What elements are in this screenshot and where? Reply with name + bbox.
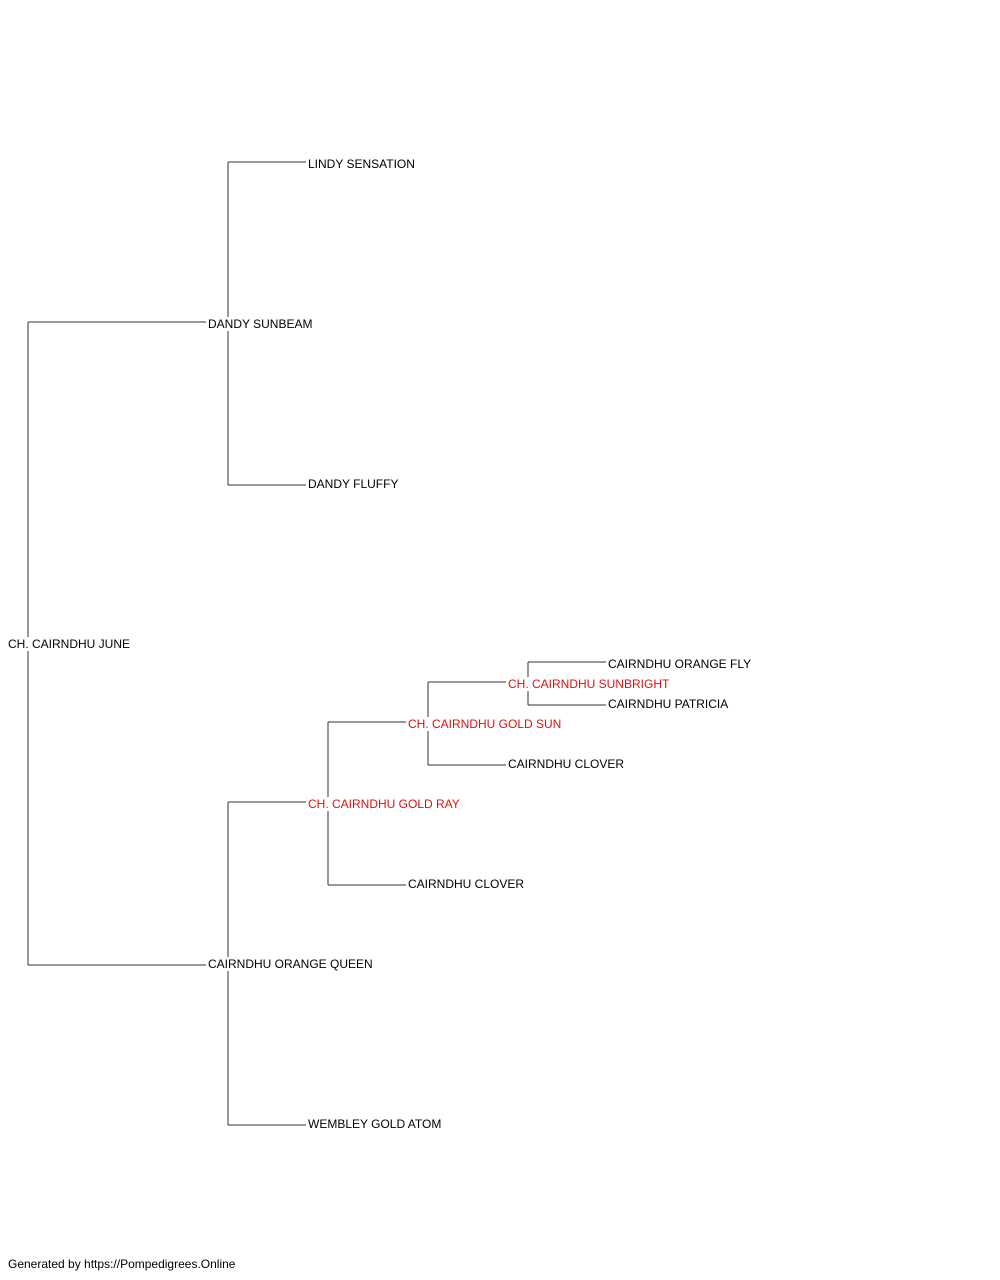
dam-sire-sire-sire-name: CH. CAIRNDHU SUNBRIGHT [508,677,672,691]
dam-sire-sire-sire-sire-name: CAIRNDHU ORANGE FLY [608,657,754,671]
dam-sire-dam-name: CAIRNDHU CLOVER [408,877,527,891]
generated-by-footer: Generated by https://Pompedigrees.Online [8,1257,236,1271]
dam-sire-sire-name: CH. CAIRNDHU GOLD SUN [408,717,564,731]
dam-sire-sire-sire-dam-name: CAIRNDHU PATRICIA [608,697,731,711]
sire-dam-name: DANDY FLUFFY [308,477,401,491]
sire-name: DANDY SUNBEAM [208,317,315,331]
dam-dam-name: WEMBLEY GOLD ATOM [308,1117,444,1131]
dam-sire-name: CH. CAIRNDHU GOLD RAY [308,797,462,811]
subject-name: CH. CAIRNDHU JUNE [8,637,133,651]
dam-sire-sire-dam-name: CAIRNDHU CLOVER [508,757,627,771]
sire-sire-name: LINDY SENSATION [308,157,417,171]
dam-name: CAIRNDHU ORANGE QUEEN [208,957,375,971]
